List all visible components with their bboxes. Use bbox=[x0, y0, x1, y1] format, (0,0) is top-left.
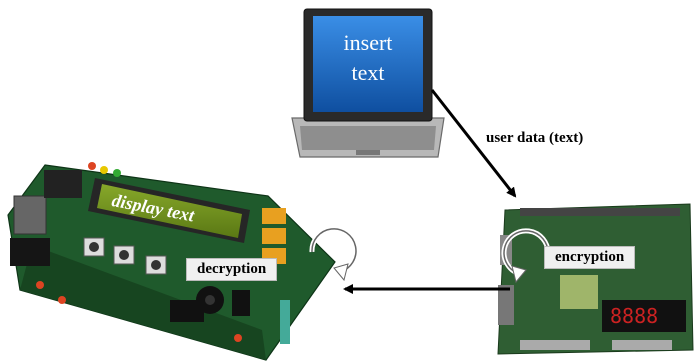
lcd-screen bbox=[97, 184, 242, 238]
user-data-label: user data (text) bbox=[486, 130, 584, 146]
decryption-rotate-icon bbox=[309, 226, 359, 282]
encryption-badge: encryption bbox=[544, 246, 636, 269]
encryption-board: 8888 bbox=[497, 203, 694, 355]
laptop-screen-line-2: text bbox=[351, 60, 385, 85]
decryption-badge: decryption bbox=[186, 258, 278, 281]
laptop-screen bbox=[313, 16, 423, 112]
encryption-rotate-icon bbox=[501, 228, 551, 284]
arrow-user-data bbox=[430, 89, 517, 198]
decryption-board bbox=[7, 162, 336, 361]
svg-text:8888: 8888 bbox=[610, 304, 658, 328]
laptop-icon bbox=[291, 8, 445, 158]
laptop-screen-line-1: insert bbox=[343, 30, 393, 55]
